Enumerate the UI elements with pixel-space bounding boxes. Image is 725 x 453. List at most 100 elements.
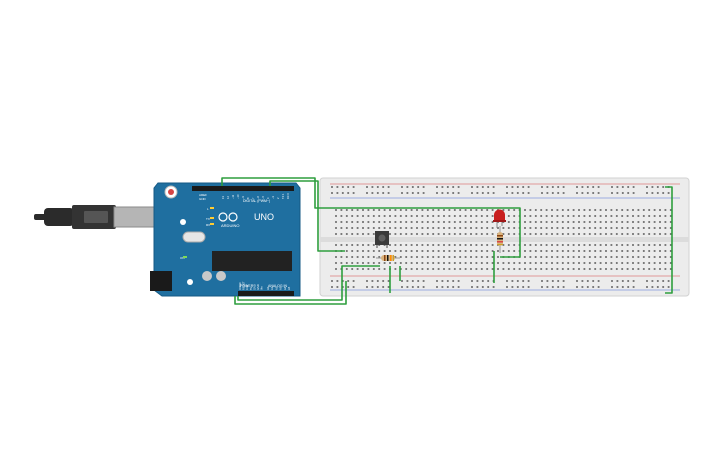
wire-pin2-to-button[interactable] bbox=[269, 180, 345, 252]
breadboard-hole bbox=[362, 221, 364, 223]
breadboard-hole bbox=[389, 250, 391, 252]
breadboard-hole bbox=[524, 250, 526, 252]
breadboard-hole bbox=[572, 233, 575, 235]
breadboard-hole bbox=[611, 192, 613, 194]
breadboard-hole bbox=[597, 280, 600, 282]
breadboard-hole bbox=[486, 221, 489, 223]
wire-gnd-to-rail[interactable] bbox=[234, 281, 347, 305]
breadboard-hole bbox=[615, 262, 618, 264]
breadboard-hole bbox=[437, 268, 440, 270]
breadboard-hole bbox=[578, 209, 580, 211]
breadboard-hole bbox=[551, 186, 554, 188]
wire-pin13-to-led[interactable] bbox=[221, 177, 521, 258]
breadboard-hole bbox=[453, 256, 456, 258]
breadboard-hole bbox=[470, 227, 472, 229]
breadboard-hole bbox=[621, 244, 624, 246]
breadboard-hole bbox=[351, 227, 354, 229]
breadboard-hole bbox=[626, 233, 629, 235]
breadboard-hole bbox=[546, 286, 549, 288]
breadboard-hole bbox=[627, 280, 630, 282]
breadboard-hole bbox=[669, 233, 672, 235]
pushbutton[interactable] bbox=[375, 231, 389, 248]
breadboard-hole bbox=[599, 250, 602, 252]
breadboard-hole bbox=[497, 268, 499, 270]
breadboard-hole bbox=[372, 209, 375, 211]
breadboard-hole bbox=[616, 186, 619, 188]
breadboard-hole bbox=[410, 268, 413, 270]
breadboard-hole bbox=[452, 192, 455, 194]
resistor[interactable] bbox=[376, 255, 400, 261]
usb-cable[interactable] bbox=[34, 205, 155, 229]
breadboard-hole bbox=[659, 221, 661, 223]
breadboard-hole bbox=[527, 286, 530, 288]
breadboard-hole bbox=[540, 250, 543, 252]
breadboard-hole bbox=[335, 215, 337, 217]
breadboard-hole bbox=[347, 280, 350, 282]
breadboard-hole bbox=[594, 244, 597, 246]
breadboard-hole bbox=[567, 209, 570, 211]
breadboard-hole bbox=[437, 244, 440, 246]
red-led[interactable] bbox=[493, 209, 506, 228]
breadboard-hole bbox=[557, 286, 560, 288]
breadboard-hole bbox=[416, 215, 418, 217]
breadboard-hole bbox=[551, 262, 553, 264]
breadboard-hole bbox=[524, 244, 526, 246]
power-jack bbox=[150, 271, 172, 291]
breadboard-hole bbox=[432, 256, 435, 258]
breadboard-hole bbox=[605, 250, 607, 252]
breadboard-hole bbox=[399, 233, 402, 235]
breadboard-hole bbox=[432, 227, 435, 229]
breadboard-hole bbox=[599, 221, 602, 223]
breadboard-hole bbox=[567, 250, 570, 252]
breadboard-hole bbox=[389, 262, 391, 264]
analog-pin-label: A4 bbox=[283, 286, 287, 290]
breadboard-hole bbox=[642, 256, 645, 258]
breadboard-hole bbox=[362, 215, 364, 217]
arduino-logo-right bbox=[228, 212, 238, 222]
arduino-uno[interactable]: ARDUINO UNO DIGITAL (PWM~) POWER ANALOG … bbox=[150, 182, 301, 297]
breadboard-hole bbox=[341, 192, 344, 194]
breadboard-hole bbox=[347, 186, 350, 188]
reset-button-cap bbox=[168, 189, 174, 195]
usb-plug-grip bbox=[84, 211, 108, 223]
breadboard-hole bbox=[616, 192, 619, 194]
breadboard-hole bbox=[588, 227, 591, 229]
breadboard-hole bbox=[470, 250, 472, 252]
breadboard-hole bbox=[376, 192, 379, 194]
breadboard-hole bbox=[527, 280, 530, 282]
breadboard-hole bbox=[345, 227, 348, 229]
breadboard-hole bbox=[481, 192, 484, 194]
power-pin-label: 5V bbox=[249, 287, 253, 290]
breadboard-hole bbox=[367, 233, 370, 235]
breadboard-hole bbox=[432, 250, 435, 252]
breadboard-hole bbox=[637, 262, 640, 264]
breadboard-hole bbox=[642, 233, 645, 235]
breadboard-hole bbox=[410, 227, 413, 229]
breadboard-hole bbox=[475, 268, 478, 270]
breadboard-hole bbox=[335, 268, 337, 270]
wire-5v-to-button[interactable] bbox=[237, 265, 380, 301]
breadboard-hole bbox=[422, 286, 425, 288]
breadboard-hole bbox=[511, 280, 514, 282]
breadboard-hole bbox=[389, 244, 391, 246]
breadboard-hole bbox=[621, 262, 624, 264]
breadboard-hole bbox=[491, 215, 494, 217]
breadboard-hole bbox=[567, 215, 570, 217]
breadboard-hole bbox=[437, 221, 440, 223]
breadboard-hole bbox=[480, 233, 483, 235]
breadboard-hole bbox=[513, 233, 516, 235]
breadboard-hole bbox=[664, 262, 667, 264]
breadboard-hole bbox=[581, 280, 584, 282]
breadboard-hole bbox=[443, 221, 445, 223]
resistor[interactable] bbox=[497, 226, 503, 253]
breadboard-hole bbox=[426, 256, 429, 258]
wire-rail-bridge[interactable] bbox=[665, 186, 673, 294]
breadboard-hole bbox=[556, 262, 559, 264]
on-led bbox=[183, 256, 187, 258]
breadboard-hole bbox=[605, 233, 607, 235]
breadboard-hole bbox=[524, 256, 526, 258]
breadboard-hole bbox=[480, 250, 483, 252]
breadboard-hole bbox=[452, 286, 455, 288]
breadboard-hole bbox=[367, 250, 370, 252]
breadboard-hole bbox=[511, 192, 514, 194]
